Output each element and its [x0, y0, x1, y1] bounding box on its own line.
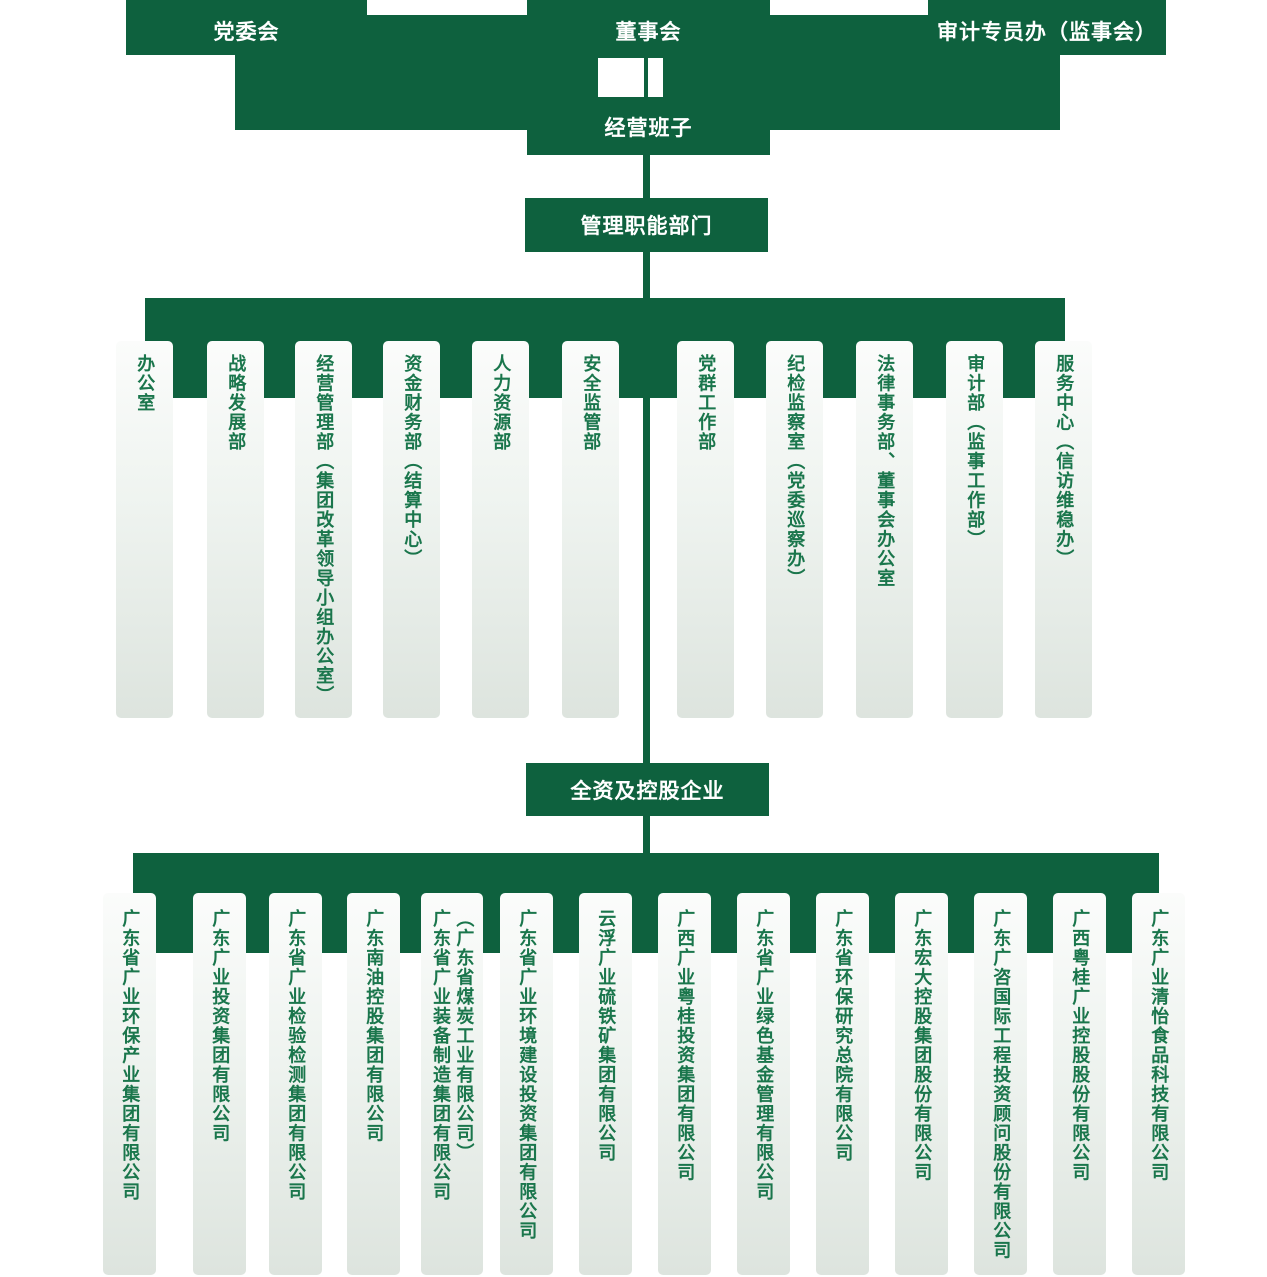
node-party-committee: 党委会	[126, 0, 367, 55]
center-connector-line-lower	[643, 816, 650, 853]
dept-card-discipline: 纪检监察室（党委巡察办）	[766, 341, 823, 718]
company-card-hongda: 广东宏大控股集团股份有限公司	[895, 893, 948, 1275]
company-label: 广东宏大控股集团股份有限公司	[912, 909, 933, 1182]
dept-label: 纪检监察室（党委巡察办）	[785, 354, 806, 588]
node-audit-office-label: 审计专员办（监事会）	[937, 20, 1157, 44]
company-card-yuegui-holding: 广西粤桂广业控股股份有限公司	[1053, 893, 1106, 1275]
company-label: 广东广业清怡食品科技有限公司	[1149, 909, 1170, 1182]
company-label: 广东广咨国际工程投资顾问股份有限公司	[991, 909, 1012, 1260]
company-label: 广东省广业绿色基金管理有限公司	[754, 909, 775, 1202]
company-card-investment: 广东广业投资集团有限公司	[193, 893, 246, 1275]
center-connector-line-upper	[643, 155, 650, 765]
dept-label: 安全监管部	[581, 354, 602, 452]
dept-card-party-mass: 党群工作部	[677, 341, 734, 718]
node-functional-departments: 管理职能部门	[525, 198, 768, 252]
company-label: 广西粤桂广业控股股份有限公司	[1070, 909, 1091, 1182]
company-card-yunfu-pyrite: 云浮广业硫铁矿集团有限公司	[579, 893, 632, 1275]
dept-label: 服务中心（信访维稳办）	[1054, 354, 1075, 569]
company-label: 广西广业粤桂投资集团有限公司	[675, 909, 696, 1182]
node-board-of-directors-label: 董事会	[615, 20, 682, 44]
dept-label: 党群工作部	[696, 354, 717, 452]
company-label: 广东省广业环保产业集团有限公司	[120, 909, 141, 1202]
dept-card-audit: 审计部（监事工作部）	[946, 341, 1003, 718]
dept-label: 审计部（监事工作部）	[965, 354, 986, 549]
company-label: 广东省环保研究总院有限公司	[833, 909, 854, 1163]
node-subsidiaries: 全资及控股企业	[526, 763, 769, 816]
dept-card-service-center: 服务中心（信访维稳办）	[1035, 341, 1092, 718]
dept-card-hr: 人力资源部	[472, 341, 529, 718]
dept-label: 人力资源部	[491, 354, 512, 452]
company-card-green-fund: 广东省广业绿色基金管理有限公司	[737, 893, 790, 1275]
company-card-env-construction: 广东省广业环境建设投资集团有限公司	[500, 893, 553, 1275]
company-card-guangzi-consulting: 广东广咨国际工程投资顾问股份有限公司	[974, 893, 1027, 1275]
connector-cutout-narrow	[648, 58, 663, 97]
dept-label: 办公室	[135, 354, 156, 413]
company-label: 广东南油控股集团有限公司	[364, 909, 385, 1143]
dept-card-safety: 安全监管部	[562, 341, 619, 718]
dept-label: 战略发展部	[226, 354, 247, 452]
node-party-committee-label: 党委会	[213, 20, 280, 44]
dept-card-operations: 经营管理部（集团改革领导小组办公室）	[295, 341, 352, 718]
company-card-qingyi-food: 广东广业清怡食品科技有限公司	[1132, 893, 1185, 1275]
dept-label: 经营管理部（集团改革领导小组办公室）	[314, 354, 335, 705]
dept-card-office: 办公室	[116, 341, 173, 718]
node-management-team: 经营班子	[527, 103, 770, 151]
company-label: 广东广业投资集团有限公司	[210, 909, 231, 1143]
management-team-stub	[527, 130, 770, 155]
company-card-equipment: 广东省广业装备制造集团有限公司 （广东省煤炭工业有限公司）	[421, 893, 483, 1275]
company-label: 云浮广业硫铁矿集团有限公司	[596, 909, 617, 1163]
company-label: 广东省广业检验检测集团有限公司	[286, 909, 307, 1202]
dept-label: 资金财务部（结算中心）	[402, 354, 423, 569]
node-audit-office: 审计专员办（监事会）	[928, 0, 1166, 55]
company-label: 广东省广业环境建设投资集团有限公司	[517, 909, 538, 1241]
company-card-nanyou: 广东南油控股集团有限公司	[347, 893, 400, 1275]
dept-card-strategy: 战略发展部	[207, 341, 264, 718]
node-functional-departments-label: 管理职能部门	[580, 215, 713, 238]
company-card-environmental: 广东省广业环保产业集团有限公司	[103, 893, 156, 1275]
dept-card-legal: 法律事务部、董事会办公室	[856, 341, 913, 718]
connector-cutout-wide	[598, 58, 644, 97]
node-management-team-label: 经营班子	[604, 117, 693, 140]
company-card-environmental-research: 广东省环保研究总院有限公司	[816, 893, 869, 1275]
company-label: 广东省广业装备制造集团有限公司 （广东省煤炭工业有限公司）	[431, 909, 475, 1202]
company-card-guangxi-yuegui-investment: 广西广业粤桂投资集团有限公司	[658, 893, 711, 1275]
middle-connector-band	[235, 55, 1060, 130]
dept-card-finance: 资金财务部（结算中心）	[383, 341, 440, 718]
node-subsidiaries-label: 全资及控股企业	[570, 779, 725, 803]
dept-label: 法律事务部、董事会办公室	[875, 354, 896, 588]
node-board-of-directors: 董事会	[527, 0, 770, 55]
company-card-inspection: 广东省广业检验检测集团有限公司	[269, 893, 322, 1275]
